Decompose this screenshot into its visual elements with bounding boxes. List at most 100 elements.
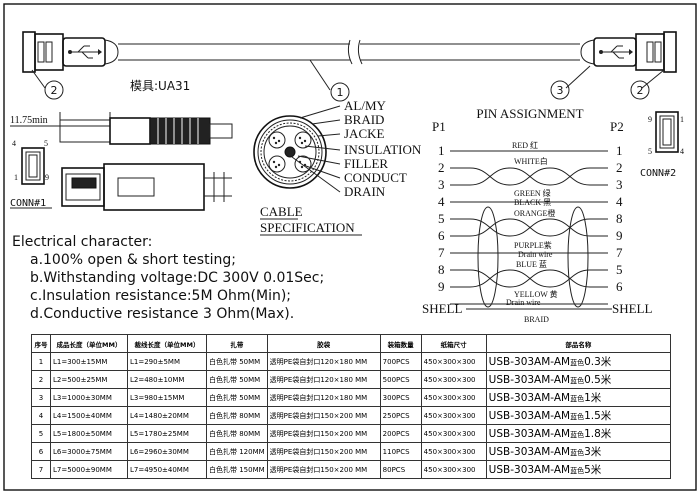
bag-cell: 透明PE袋自封口150×200 MM [266, 406, 381, 425]
p2-label: P2 [610, 119, 624, 134]
row-index-cell: 1 [31, 352, 51, 371]
right-pin: 7 [616, 245, 623, 260]
pin-number: 4 [12, 139, 16, 148]
carton-size-cell: 450×300×300 [420, 406, 487, 425]
pin-number: 9 [648, 115, 652, 124]
cut-length-cell: L1=290±5MM [127, 352, 207, 371]
cable-tie-cell: 白色扎带 80MM [206, 424, 268, 443]
cut-length-cell: L3=980±15MM [127, 388, 207, 407]
cable-tie-cell: 白色扎带 120MM [206, 442, 268, 461]
mold-label: 模具:UA31 [130, 79, 190, 93]
electrical-item: c.Insulation resistance:5M Ohm(Min); [30, 288, 291, 304]
packing-qty-cell: 250PCS [379, 406, 422, 425]
connector-side-views: 11.75min 4 5 1 9 CONN#1 [10, 112, 233, 211]
right-pin: 5 [616, 262, 623, 277]
cable-tie-cell: 白色扎带 150MM [206, 460, 268, 479]
part-number: USB-303AM-AM [488, 446, 571, 458]
pin-number: 1 [14, 173, 18, 182]
part-number: USB-303AM-AM [488, 392, 571, 404]
part-length: 1.5米 [584, 410, 612, 422]
wire-label: YELLOW 黄 [514, 289, 558, 299]
wire-label: BLACK 黑 [514, 198, 551, 207]
pin-number: 1 [680, 115, 684, 124]
electrical-item: a.100% open & short testing; [30, 252, 236, 268]
part-number: USB-303AM-AM [488, 356, 571, 368]
electrical-item: d.Conductive resistance 3 Ohm(Max). [30, 306, 294, 322]
finished-length-cell: L1=300±15MM [50, 352, 128, 371]
carton-size-cell: 450×300×300 [420, 460, 487, 479]
part-color: 蓝色 [570, 431, 585, 439]
left-pin: 4 [438, 194, 445, 209]
col-header: 装箱数量 [379, 334, 422, 353]
finished-length-cell: L7=5000±90MM [50, 460, 128, 479]
cable-tie-cell: 白色扎带 80MM [206, 406, 268, 425]
carton-size-cell: 450×300×300 [420, 442, 487, 461]
part-length: 3米 [584, 446, 602, 458]
pin-number: 4 [680, 147, 684, 156]
carton-size-cell: 450×300×300 [420, 424, 487, 443]
wire-label: RED 红 [512, 140, 538, 150]
part-number: USB-303AM-AM [488, 428, 571, 440]
cut-length-cell: L2=480±10MM [127, 370, 207, 389]
electrical-item: b.Withstanding voltage:DC 300V 0.01Sec; [30, 270, 324, 286]
bag-cell: 透明PE袋自封口120×180 MM [266, 352, 381, 371]
cable-cross-section: AL/MY BRAID JACKE INSULATION FILLER COND… [253, 98, 422, 236]
row-index-cell: 6 [31, 442, 51, 461]
part-color: 蓝色 [570, 377, 585, 385]
part-name-cell: USB-303AM-AM蓝色1.8米 [485, 424, 672, 443]
col-header: 部品名称 [485, 334, 672, 353]
usb-symbol-icon [68, 45, 102, 59]
col-header: 序号 [31, 334, 51, 353]
right-pin: 4 [616, 194, 623, 209]
col-header: 成品长度（单位MM） [50, 334, 128, 353]
connector-label: CONN#1 [10, 198, 46, 209]
packing-qty-cell: 80PCS [379, 460, 422, 479]
part-length: 0.3米 [584, 356, 612, 368]
finished-length-cell: L5=1800±50MM [50, 424, 128, 443]
wire-label: Drain wire [506, 298, 541, 307]
balloon-label: 2 [51, 84, 58, 97]
left-pin: 5 [438, 211, 445, 226]
sheet-border [3, 3, 697, 491]
cut-length-cell: L6=2960±30MM [127, 442, 207, 461]
pin-assignment-title: PIN ASSIGNMENT [476, 106, 583, 121]
cable-spec-title: CABLE [260, 204, 303, 219]
balloon-label: 1 [337, 86, 344, 99]
cable-callout: CONDUCT [344, 170, 407, 185]
table-header-row: 序号 成品长度（单位MM） 裁线长度（单位MM） 扎带 胶袋 装箱数量 纸箱尺寸… [31, 334, 672, 353]
part-number: USB-303AM-AM [488, 464, 571, 476]
bom-table: 序号 成品长度（单位MM） 裁线长度（单位MM） 扎带 胶袋 装箱数量 纸箱尺寸… [31, 334, 672, 479]
pin-number: 5 [44, 139, 48, 148]
bag-cell: 透明PE袋自封口120×180 MM [266, 370, 381, 389]
connector-label: CONN#2 [640, 168, 676, 179]
cable-callout: INSULATION [344, 142, 422, 157]
part-color: 蓝色 [570, 395, 585, 403]
dimension-label: 11.75min [10, 115, 48, 126]
part-name-cell: USB-303AM-AM蓝色1米 [485, 388, 672, 407]
cable-tie-cell: 白色扎带 50MM [206, 388, 268, 407]
bag-cell: 透明PE袋自封口150×200 MM [266, 460, 381, 479]
cable-spec-title: SPECIFICATION [260, 220, 355, 235]
part-color: 蓝色 [570, 467, 585, 475]
packing-qty-cell: 500PCS [379, 370, 422, 389]
wire-label: PURPLE紫 [514, 241, 552, 250]
part-length: 1米 [584, 392, 602, 404]
balloon-label: 2 [637, 84, 644, 97]
finished-length-cell: L4=1500±40MM [50, 406, 128, 425]
p1-label: P1 [432, 119, 446, 134]
carton-size-cell: 450×300×300 [420, 352, 487, 371]
part-name-cell: USB-303AM-AM蓝色3米 [485, 442, 672, 461]
col-header: 胶袋 [266, 334, 381, 353]
part-color: 蓝色 [570, 359, 585, 367]
cable-callout: JACKE [344, 126, 385, 141]
cut-length-cell: L5=1780±25MM [127, 424, 207, 443]
cable-tie-cell: 白色扎带 50MM [206, 370, 268, 389]
part-name-cell: USB-303AM-AM蓝色5米 [485, 460, 672, 479]
left-pin: 1 [438, 143, 445, 158]
